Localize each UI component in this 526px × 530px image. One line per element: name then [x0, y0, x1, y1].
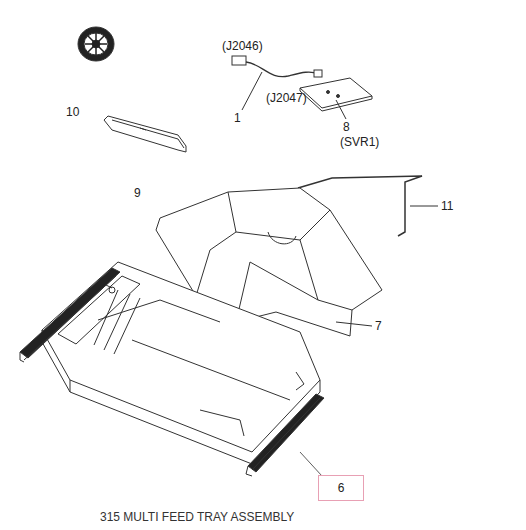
cable: [232, 56, 322, 110]
callout-number: (SVR1): [340, 136, 379, 148]
callout-number: (J2047): [266, 92, 307, 104]
sensor-board: [300, 78, 372, 119]
callout-number: 10: [66, 106, 79, 118]
guide-bar: [104, 116, 186, 152]
gear: [78, 27, 114, 61]
callout-number: 11: [441, 200, 453, 212]
callout-number: 9: [134, 187, 141, 199]
figure-caption: 315 MULTI FEED TRAY ASSEMBLY: [100, 510, 294, 524]
highlight-box: 6: [318, 475, 364, 501]
callout-number: 7: [375, 320, 382, 332]
callout-number: 8: [343, 121, 350, 133]
callout-number: 1: [234, 112, 241, 124]
callout-number: 6: [338, 481, 345, 495]
callout-number: (J2046): [222, 40, 263, 52]
tray-base: [20, 262, 324, 476]
